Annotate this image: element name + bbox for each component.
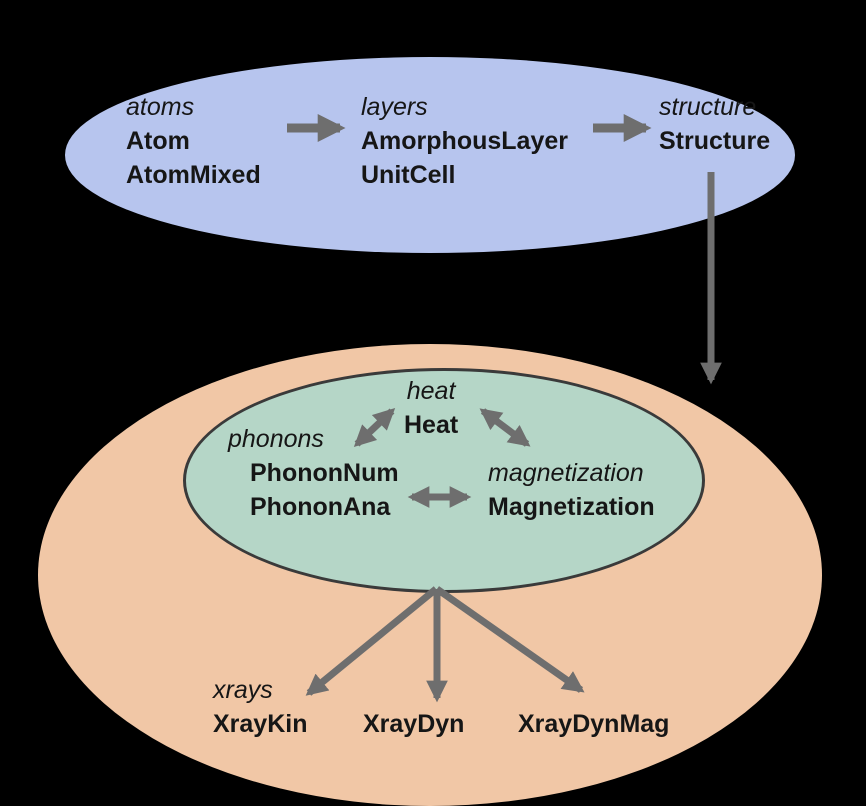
module-label-phonons: phonons: [228, 425, 324, 453]
arrow-heat-magnetization: [479, 408, 531, 447]
module-label-atoms: atoms: [126, 93, 195, 121]
module-group-atoms: atoms Atom AtomMixed: [126, 90, 261, 192]
class-unitcell: UnitCell: [361, 161, 456, 189]
class-heat: Heat: [404, 411, 459, 439]
arrow-to-xraykin: [305, 586, 439, 696]
class-amorphouslayer: AmorphousLayer: [361, 127, 568, 155]
class-xraydynmag: XrayDynMag: [518, 710, 670, 738]
module-label-layers: layers: [361, 93, 428, 121]
simulation-inner-ellipse: [183, 368, 705, 593]
module-label-structure: structure: [659, 93, 757, 121]
class-atom: Atom: [126, 127, 190, 155]
module-label-magnetization: magnetization: [488, 459, 644, 487]
module-group-xraydyn: XrayDyn: [363, 707, 464, 741]
module-label-heat: heat: [406, 377, 456, 405]
class-phononana: PhononAna: [250, 493, 391, 521]
module-group-xraydynmag: XrayDynMag: [518, 707, 669, 741]
module-group-structure: structure Structure: [659, 90, 770, 158]
class-phononnum: PhononNum: [250, 459, 399, 487]
structure-modules-ellipse: [65, 57, 795, 253]
module-group-phonons: phonons PhononNum PhononAna: [228, 422, 399, 524]
arrow-phonons-heat: [353, 408, 396, 447]
module-label-xrays: xrays: [213, 676, 273, 704]
module-group-heat: heat Heat: [404, 374, 458, 442]
module-group-xrays: xrays XrayKin: [213, 673, 307, 741]
module-group-magnetization: magnetization Magnetization: [488, 456, 655, 524]
class-xraykin: XrayKin: [213, 710, 308, 738]
class-structure: Structure: [659, 127, 771, 155]
arrow-to-xraydynmag: [434, 586, 585, 693]
class-xraydyn: XrayDyn: [363, 710, 465, 738]
module-group-layers: layers AmorphousLayer UnitCell: [361, 90, 568, 192]
class-magnetization: Magnetization: [488, 493, 655, 521]
class-atommixed: AtomMixed: [126, 161, 261, 189]
